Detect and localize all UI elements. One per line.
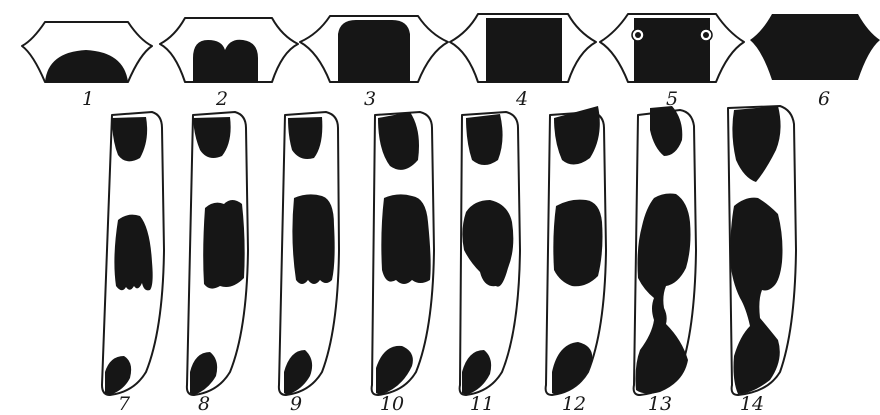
- figure-number-2: 2: [215, 88, 228, 110]
- pronotum-pattern-full: [486, 18, 562, 82]
- figure-number-7: 7: [118, 393, 131, 415]
- pronotum-variant-5: [600, 14, 744, 82]
- elytron-variant-12: [546, 106, 606, 395]
- figure-number-1: 1: [82, 88, 94, 110]
- figure-number-13: 13: [648, 393, 672, 415]
- pronotum-pattern-eyes: [634, 18, 710, 82]
- elytron-variant-11: [460, 112, 520, 395]
- pronotum-pattern-large: [338, 20, 410, 82]
- pronotum-variant-1: [22, 22, 152, 82]
- pronotum-variant-2: [160, 18, 298, 82]
- elytron-variant-7: [102, 112, 164, 395]
- figure-number-6: 6: [818, 88, 830, 110]
- figure-number-14: 14: [740, 393, 764, 415]
- figure-number-10: 10: [380, 393, 404, 415]
- elytron-variant-13: [634, 106, 696, 395]
- elytron-variant-8: [187, 112, 248, 395]
- figure-number-8: 8: [198, 393, 210, 415]
- pronotum-pattern-solid: [750, 14, 880, 80]
- pronotum-variant-6: [750, 14, 880, 80]
- figure-number-11: 11: [470, 393, 494, 415]
- figure-number-4: 4: [515, 88, 528, 110]
- elytron-variant-14: [728, 106, 796, 395]
- figure-number-3: 3: [364, 88, 376, 110]
- figure-number-9: 9: [290, 393, 302, 415]
- pronotum-variant-3: [300, 16, 448, 82]
- figure-number-12: 12: [562, 393, 586, 415]
- elytron-variant-10: [372, 112, 434, 395]
- elytron-variant-9: [279, 112, 339, 395]
- pronotum-variant-4: [450, 14, 596, 82]
